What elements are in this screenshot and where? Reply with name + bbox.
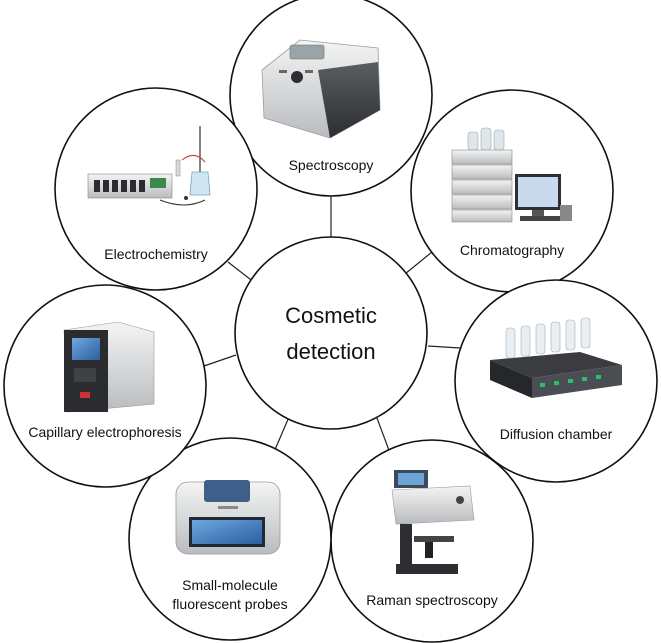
uv-vis-spectrophotometer-icon: [261, 39, 381, 139]
node-label-raman-spectroscopy: Raman spectroscopy: [366, 592, 498, 608]
fluorescence-reader-icon: [175, 480, 281, 555]
raman-microscope-icon: [391, 470, 475, 574]
center-circle: [234, 236, 428, 430]
spoke-ce: [203, 354, 237, 367]
franz-diffusion-cells-icon: [490, 317, 622, 398]
node-chromatography: Chromatography: [410, 89, 614, 293]
node-diffusion-chamber: Diffusion chamber: [454, 279, 658, 483]
node-raman-spectroscopy: Raman spectroscopy: [330, 439, 534, 643]
node-capillary-electrophoresis: Capillary electrophoresis: [3, 284, 207, 488]
node-label-diffusion-chamber: Diffusion chamber: [500, 426, 613, 442]
electrochemical-workstation-icon: [87, 126, 211, 206]
node-electrochemistry: Electrochemistry: [54, 87, 258, 291]
center-node: Cosmetic detection: [234, 236, 428, 430]
node-label-electrochemistry: Electrochemistry: [104, 246, 207, 262]
node-spectroscopy: Spectroscopy: [229, 0, 433, 197]
node-fluorescent-probes: Small-molecule fluorescent probes: [128, 437, 332, 641]
hplc-system-icon: [451, 127, 572, 223]
node-label-capillary-electrophoresis: Capillary electrophoresis: [28, 424, 181, 440]
center-label-line1: Cosmetic: [285, 303, 377, 328]
node-label-probes-line2: fluorescent probes: [172, 596, 287, 612]
center-label-line2: detection: [286, 339, 375, 364]
ce-instrument-icon: [63, 321, 155, 413]
spoke-diffusion: [427, 345, 461, 349]
node-label-spectroscopy: Spectroscopy: [289, 157, 374, 173]
node-label-chromatography: Chromatography: [460, 242, 564, 258]
node-label-probes-line1: Small-molecule: [182, 577, 278, 593]
